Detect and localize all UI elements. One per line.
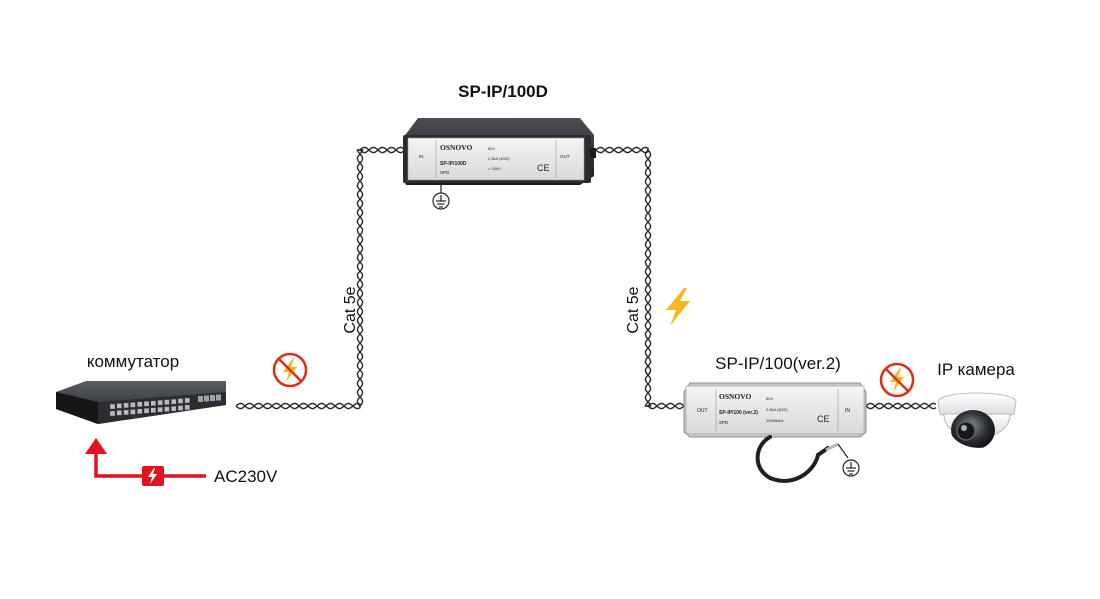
switch-title: коммутатор bbox=[87, 352, 179, 371]
ip-camera-device[interactable]: IP камера bbox=[937, 360, 1017, 452]
power-arrow-icon bbox=[85, 438, 107, 454]
spd-right-label-plate bbox=[685, 385, 865, 435]
cable-label-right: Cat 5e bbox=[625, 286, 642, 333]
spd-right-spec2: 2.5kA (8/20) bbox=[766, 407, 788, 412]
power-line bbox=[85, 438, 206, 486]
spd-right-device[interactable]: SP-IP/100(ver.2) OUT OSNOVO SP-IP/100 (v… bbox=[683, 354, 867, 483]
cable-spd-right-to-camera bbox=[865, 402, 937, 410]
spd-top-port-out: OUT bbox=[560, 154, 570, 159]
power-surge-icon bbox=[142, 466, 164, 486]
spd-top-ce-mark: CE bbox=[537, 163, 550, 173]
ground-cable bbox=[755, 435, 820, 483]
cable-switch-to-spd-top bbox=[235, 146, 405, 410]
cable-spd-top-to-spd-right bbox=[595, 146, 687, 410]
spd-top-device[interactable]: SP-IP/100D IN OSNOVO SP-IP/100D SPD 60V … bbox=[403, 82, 596, 210]
no-surge-icon-left bbox=[272, 352, 308, 388]
spd-right-title: SP-IP/100(ver.2) bbox=[715, 354, 841, 373]
camera-title: IP камера bbox=[937, 360, 1015, 379]
spd-right-model: SP-IP/100 (ver.2) bbox=[719, 410, 758, 416]
spd-right-type: SPD bbox=[719, 420, 729, 425]
power-label: AC230V bbox=[214, 467, 278, 486]
switch-ports bbox=[109, 394, 221, 417]
spd-right-spec1: 60V bbox=[766, 396, 773, 401]
spd-right-port-in: IN bbox=[845, 408, 850, 414]
no-surge-icon-right bbox=[879, 362, 915, 398]
spd-top-title: SP-IP/100D bbox=[458, 82, 548, 101]
spd-right-ce-mark: CE bbox=[817, 414, 830, 424]
spd-top-model: SP-IP/100D bbox=[440, 161, 467, 167]
spd-top-label-plate bbox=[407, 137, 585, 181]
spd-top-port-in: IN bbox=[419, 154, 424, 159]
spd-top-spec1: 60V bbox=[488, 146, 495, 151]
lightning-icon bbox=[666, 288, 690, 326]
spd-top-spec2: 2.5kA (8/20) bbox=[488, 156, 510, 161]
spd-top-spec3: < 150V bbox=[488, 166, 501, 171]
spd-right-port-out: OUT bbox=[697, 408, 708, 414]
spd-right-spec3: 100Mbit/s bbox=[766, 418, 783, 423]
cable-label-left: Cat 5e bbox=[342, 286, 359, 333]
switch-device[interactable]: коммутатор bbox=[56, 352, 226, 424]
spd-right-brand: OSNOVO bbox=[719, 392, 752, 401]
spd-top-type: SPD bbox=[440, 170, 450, 175]
cable-network bbox=[235, 146, 937, 410]
spd-top-brand: OSNOVO bbox=[440, 143, 473, 152]
ground-icon bbox=[432, 192, 450, 210]
ground-icon-right bbox=[842, 459, 860, 477]
